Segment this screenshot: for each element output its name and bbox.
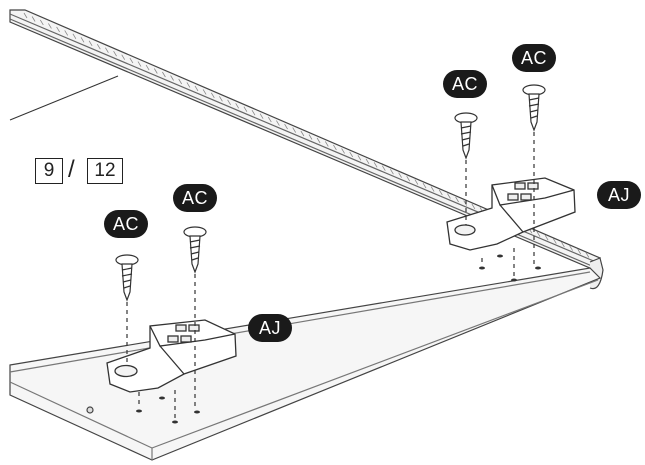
screw-right-2 — [522, 84, 546, 132]
step-total-box: 12 — [87, 158, 123, 184]
step-current-box: 9 — [35, 158, 63, 184]
guide-line — [9, 75, 119, 121]
bracket-right — [446, 177, 576, 251]
label-bracket-left: AJ — [248, 314, 292, 342]
panel-board — [9, 267, 602, 461]
rail-teeth — [23, 12, 590, 258]
screw-left-1 — [115, 254, 139, 302]
step-separator: / — [68, 156, 75, 183]
label-bracket-right: AJ — [597, 181, 641, 209]
screw-left-2 — [183, 226, 207, 274]
label-screw-right-1: AC — [443, 70, 487, 98]
screws — [115, 84, 546, 302]
mounting-holes — [136, 254, 541, 424]
dashed-guides — [126, 132, 535, 420]
screw-right-1 — [454, 112, 478, 160]
label-screw-right-2: AC — [512, 44, 556, 72]
label-screw-left-1: AC — [104, 210, 148, 238]
bracket-left — [106, 319, 237, 393]
label-screw-left-2: AC — [173, 184, 217, 212]
